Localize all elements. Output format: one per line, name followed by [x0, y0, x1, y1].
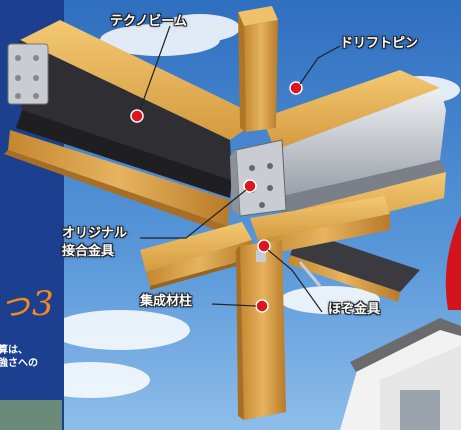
label-original-joint-line2: 接合金具: [62, 244, 115, 259]
label-drift-pin: ドリフトピン: [340, 36, 419, 51]
label-original-joint-line1: オリジナル: [62, 226, 128, 241]
marker-tenon: [257, 239, 271, 253]
side-text-line2: 強さへの: [0, 358, 38, 369]
side-text: 算は、 強さへの: [0, 344, 58, 370]
label-glulam-post: 集成材柱: [140, 294, 193, 309]
marker-post: [255, 299, 269, 313]
joint-hardware: [230, 139, 287, 217]
side-number: っ3: [0, 284, 54, 324]
side-text-line1: 算は、: [0, 345, 28, 356]
markers: [130, 81, 303, 313]
label-techno-beam: テクノビーム: [110, 14, 187, 29]
side-photo-strip: [0, 400, 62, 430]
post-bottom: [236, 240, 322, 420]
beam-back-right: [288, 230, 420, 302]
beam-middle-front: [250, 196, 390, 256]
post-top: [238, 6, 278, 132]
marker-techno-beam: [130, 109, 144, 123]
beam-front-left: [140, 222, 252, 290]
label-tenon-hardware: ほぞ金具: [328, 302, 381, 317]
marker-joint: [243, 179, 257, 193]
leader-lines: [139, 25, 341, 313]
house-roof: [340, 318, 461, 430]
red-badge: [445, 215, 461, 310]
techno-beam-left: [4, 20, 262, 232]
marker-drift-pin: [289, 81, 303, 95]
